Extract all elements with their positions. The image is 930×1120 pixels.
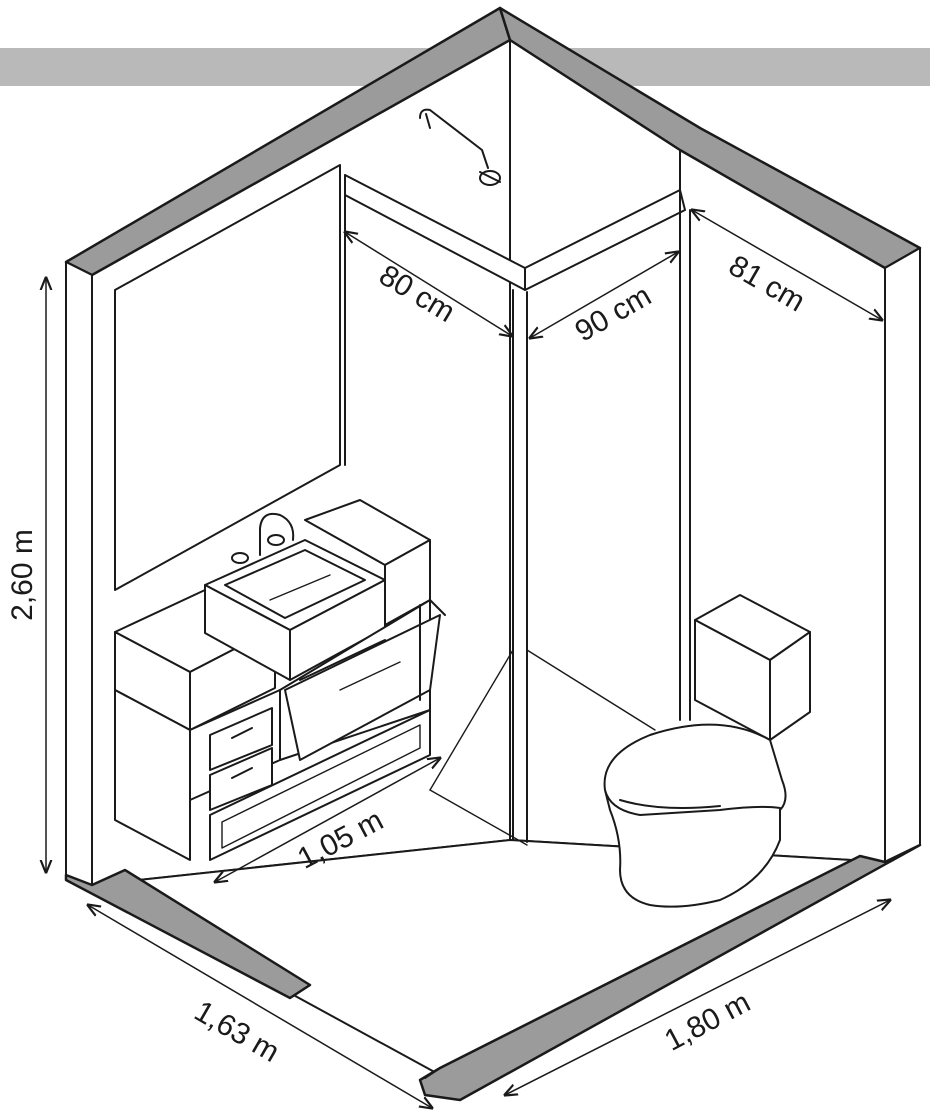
dim-label-right-wall: 1,80 m bbox=[659, 986, 755, 1058]
dimension-lines bbox=[46, 210, 890, 1108]
faucet-icon bbox=[231, 512, 295, 564]
drawer-upper bbox=[209, 707, 273, 771]
dim-label-height: 2,60 m bbox=[6, 529, 39, 621]
mirror bbox=[114, 164, 341, 591]
toilet-icon bbox=[603, 594, 811, 908]
dim-label-left-wall: 1,63 m bbox=[189, 995, 285, 1069]
shower-head-icon bbox=[419, 108, 501, 186]
towel bbox=[284, 614, 441, 761]
